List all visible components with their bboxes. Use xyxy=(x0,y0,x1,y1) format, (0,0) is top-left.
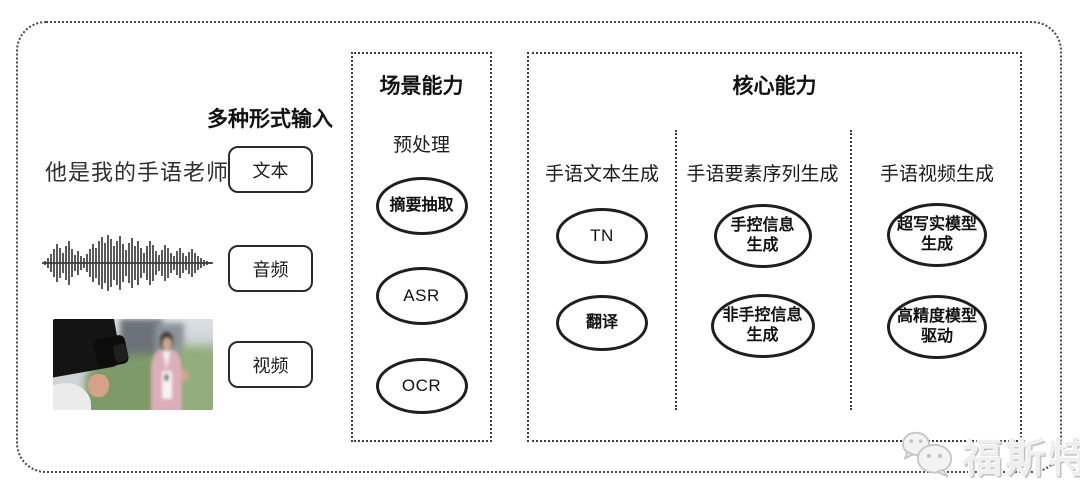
video-input-thumbnail xyxy=(53,319,213,410)
column-sign-text-generation: 手语文本生成 TN 翻译 xyxy=(529,54,675,440)
watermark-text: 福斯特 xyxy=(962,437,1080,481)
node-high-precision-model-driving: 高精度模型 驱动 xyxy=(887,295,987,359)
node-hyperrealistic-model-generation: 超写实模型 生成 xyxy=(887,203,987,267)
watermark: 福斯特 xyxy=(898,426,1080,484)
node-asr: ASR xyxy=(375,267,468,325)
node-translation: 翻译 xyxy=(556,295,648,351)
column-label: 手语文本生成 xyxy=(544,164,659,185)
outer-dotted-frame xyxy=(16,21,1062,473)
node-non-manual-info-generation: 非手控信息 生成 xyxy=(710,294,815,358)
audio-waveform-icon xyxy=(42,235,213,291)
column-label: 手语要素序列生成 xyxy=(686,164,839,185)
node-summary-extraction: 摘要抽取 xyxy=(375,177,468,235)
input-type-video-label: 视频 xyxy=(252,355,289,376)
node-ocr: OCR xyxy=(375,358,468,414)
column-sign-element-sequence-generation: 手语要素序列生成 手控信息 生成 非手控信息 生成 xyxy=(675,54,850,440)
column-divider xyxy=(675,130,677,410)
input-type-audio-box: 音频 xyxy=(228,245,313,292)
column-label: 手语视频生成 xyxy=(879,164,994,185)
node-tn: TN xyxy=(556,208,648,264)
core-capability-box: 核心能力 手语文本生成 TN 翻译 手语要素序列生成 手控信息 生成 非手控信息… xyxy=(527,52,1022,442)
column-divider xyxy=(850,130,852,410)
input-section-title: 多种形式输入 xyxy=(207,108,333,131)
scene-capability-title: 场景能力 xyxy=(379,75,464,98)
input-type-text-box: 文本 xyxy=(228,146,313,193)
scene-capability-box: 场景能力 预处理 摘要抽取 ASR OCR xyxy=(351,52,492,442)
core-capability-title: 核心能力 xyxy=(732,75,817,98)
wechat-icon xyxy=(902,431,953,478)
reporter-figure xyxy=(146,331,190,410)
input-type-audio-label: 音频 xyxy=(252,259,289,280)
column-sign-video-generation: 手语视频生成 超写实模型 生成 高精度模型 驱动 xyxy=(850,54,1024,440)
text-input-example: 他是我的手语老师 xyxy=(45,160,230,185)
node-manual-info-generation: 手控信息 生成 xyxy=(713,204,812,268)
preprocess-label: 预处理 xyxy=(392,135,450,156)
input-type-video-box: 视频 xyxy=(228,341,313,388)
input-type-text-label: 文本 xyxy=(252,160,289,181)
